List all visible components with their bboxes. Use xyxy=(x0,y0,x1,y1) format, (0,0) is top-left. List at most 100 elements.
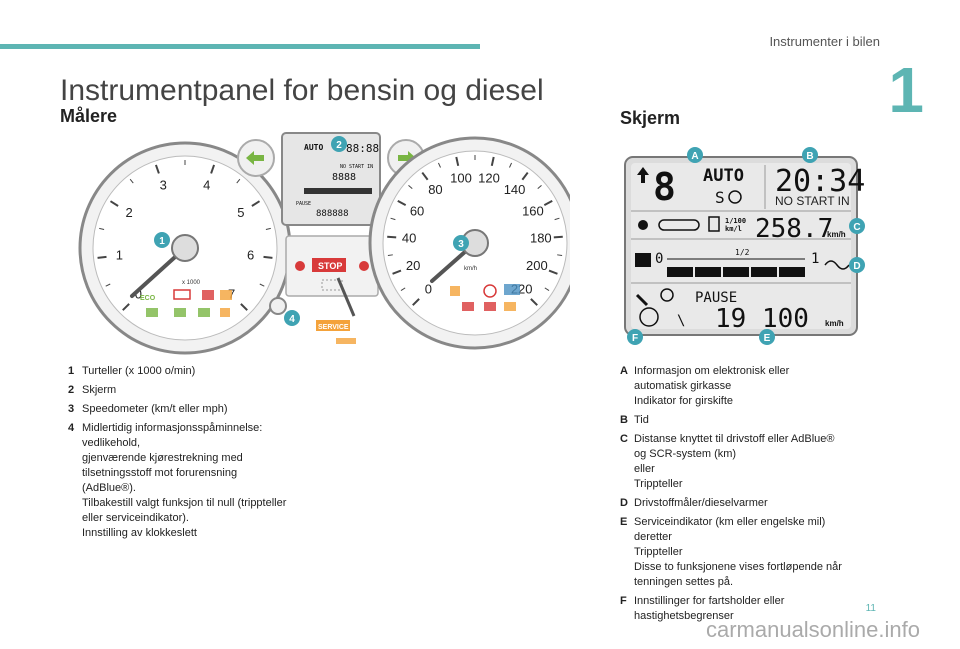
dial-tick xyxy=(251,200,261,207)
turn-left-indicator-icon xyxy=(246,151,264,165)
legend-line: Indikator for girskifte xyxy=(634,395,734,407)
svg-text:0: 0 xyxy=(655,251,663,267)
legend-line: Skjerm xyxy=(82,384,117,396)
legend-text: Serviceindikator (km eller engelske mil)… xyxy=(634,515,880,590)
callout-a: A xyxy=(687,147,703,163)
dial-tick xyxy=(387,254,393,257)
legend-text: Distanse knyttet til drivstoff eller AdB… xyxy=(634,432,880,492)
dial-tick xyxy=(122,303,130,311)
svg-text:km/l: km/l xyxy=(725,225,742,233)
callout-e: E xyxy=(759,329,775,345)
svg-text:1: 1 xyxy=(811,251,819,267)
page-number: 11 xyxy=(865,603,876,614)
legend-line: Turteller (x 1000 o/min) xyxy=(82,365,196,377)
dial-tick xyxy=(240,303,248,311)
dial-tick xyxy=(105,283,111,287)
tacho-number: 4 xyxy=(203,178,210,193)
svg-text:3: 3 xyxy=(458,239,464,250)
legend-line: automatisk girkasse xyxy=(634,380,732,392)
dial-tick xyxy=(557,254,563,257)
callout-2: 2 xyxy=(331,136,347,152)
dial-tick xyxy=(154,164,160,174)
reset-knob xyxy=(269,297,287,315)
stop-light xyxy=(312,258,346,272)
callout-d: D xyxy=(849,257,865,273)
tacho-warning-lights: ECO xyxy=(140,289,232,317)
watermark: carmanualsonline.info xyxy=(705,617,920,642)
dial-tick xyxy=(265,227,271,231)
legend-text: Drivstoffmåler/dieselvarmer xyxy=(634,496,880,511)
dial-tick xyxy=(400,287,406,291)
tacho-number: 2 xyxy=(125,205,132,220)
dial-tick xyxy=(437,162,441,168)
dial-tick xyxy=(129,178,134,184)
svg-text:19 100: 19 100 xyxy=(715,304,809,334)
svg-text:AUTO: AUTO xyxy=(304,143,323,152)
dial-tick xyxy=(548,269,558,275)
tire-pressure-icon xyxy=(638,220,648,230)
dial-tick xyxy=(421,171,429,181)
svg-text:STOP: STOP xyxy=(318,261,342,271)
legend-line: Drivstoffmåler/dieselvarmer xyxy=(634,497,768,509)
svg-text:PAUSE: PAUSE xyxy=(695,290,737,306)
service-light xyxy=(316,320,350,331)
small-lcd-screen xyxy=(281,132,381,226)
legend-item: C Distanse knyttet til drivstoff eller Ad… xyxy=(620,432,880,492)
adblue-icon xyxy=(635,253,651,267)
svg-text:SERVICE: SERVICE xyxy=(318,324,349,331)
dial-tick xyxy=(259,283,265,287)
legend-line: og SCR-system (km) xyxy=(634,448,737,460)
dial-tick xyxy=(97,255,107,259)
legend-line: Speedometer (km/t eller mph) xyxy=(82,403,228,415)
dial-tick xyxy=(99,227,105,231)
callout-f: F xyxy=(627,329,643,345)
dial-tick xyxy=(390,217,396,221)
svg-text:2: 2 xyxy=(336,140,342,151)
speedo-number: 200 xyxy=(526,258,548,273)
svg-text:1/100: 1/100 xyxy=(725,217,746,225)
legend-text: Turteller (x 1000 o/min) xyxy=(82,364,348,379)
svg-text:258.7: 258.7 xyxy=(755,214,833,244)
gauges-heading: Målere xyxy=(60,106,118,126)
dial-tick xyxy=(412,298,420,306)
legend-key: C xyxy=(620,433,628,445)
dial-tick xyxy=(509,162,513,168)
speedo-number: 120 xyxy=(478,171,500,186)
legend-line: Tid xyxy=(634,414,649,426)
tacho-number: 1 xyxy=(116,247,123,262)
legend-text: Tid xyxy=(634,413,880,428)
legend-key: 4 xyxy=(68,422,75,434)
dial-tick xyxy=(397,199,407,207)
dial-tick xyxy=(387,235,397,239)
svg-text:AUTO: AUTO xyxy=(703,166,744,186)
callout-b: B xyxy=(802,147,818,163)
speedo-warning-lights xyxy=(450,284,520,311)
svg-text:1/2: 1/2 xyxy=(735,248,750,257)
speed-limiter-icon xyxy=(639,307,659,327)
legend-line: tilsetningsstoff mot forurensning xyxy=(82,467,238,479)
speedo-number: 20 xyxy=(406,258,420,273)
speedo-number: 80 xyxy=(428,182,442,197)
dial-tick xyxy=(530,298,538,306)
legend-key: B xyxy=(620,414,628,426)
svg-text:888888: 888888 xyxy=(316,209,349,219)
legend-item: E Serviceindikator (km eller engelske mil… xyxy=(620,515,880,590)
legend-line: tenningen settes på. xyxy=(634,576,734,588)
dial-tick xyxy=(537,184,542,190)
tachometer: 01234567 x 1000 ECO xyxy=(78,141,292,355)
speedo-number: 40 xyxy=(402,230,416,245)
glow-plug-icon xyxy=(824,260,850,270)
legend-key: E xyxy=(620,516,628,528)
speedo-number: 0 xyxy=(425,282,432,297)
svg-text:\: \ xyxy=(677,313,685,329)
callout-1: 1 xyxy=(154,232,170,248)
svg-text:PAUSE: PAUSE xyxy=(296,201,311,207)
legend-line: Serviceindikator (km eller engelske mil) xyxy=(634,516,826,528)
